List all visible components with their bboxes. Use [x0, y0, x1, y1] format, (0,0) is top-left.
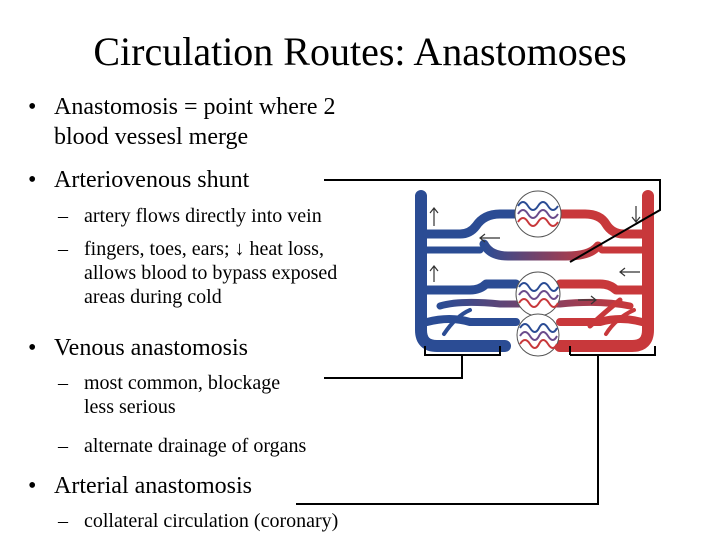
bullet-arteriovenous-shunt: • Arteriovenous shunt — [28, 165, 250, 195]
capillary-bed-middle — [515, 271, 561, 317]
upper-artery-branch — [553, 209, 647, 239]
flow-arrows — [429, 206, 641, 305]
bullet-venous-anastomosis: • Venous anastomosis — [28, 333, 248, 363]
capillary-bed-top — [514, 190, 562, 238]
sub-bullet: – alternate drainage of organs — [58, 434, 307, 458]
bullet-marker: • — [28, 335, 37, 361]
arrow-up-icon — [429, 265, 439, 282]
middle-artery-branch — [555, 279, 647, 295]
artery-trunk — [554, 190, 654, 352]
bullet-anastomosis: • Anastomosis = point where 2 blood vess… — [28, 92, 336, 152]
arrow-down-icon — [631, 206, 641, 223]
sub-bullet: – artery flows directly into vein — [58, 204, 322, 228]
arterial-bracket — [569, 346, 656, 356]
arteriole — [604, 308, 636, 336]
arrow-up-icon — [429, 207, 439, 226]
capillary-bed-bottom — [516, 313, 560, 357]
sub-line: artery flows directly into vein — [84, 205, 322, 227]
vessel-illustration — [415, 190, 654, 352]
upper-shunt — [479, 239, 603, 261]
sub-line: most common, blockage — [84, 372, 281, 394]
dash-marker: – — [58, 372, 68, 394]
capillary-beds — [514, 190, 562, 357]
bullet-arterial-anastomosis: • Arterial anastomosis — [28, 471, 252, 501]
venule — [442, 308, 472, 336]
shunt-connector — [324, 179, 661, 263]
sub-bullet: – fingers, toes, ears; ↓ heat loss, allo… — [58, 237, 338, 309]
bullet-line: blood vessesl merge — [54, 124, 249, 150]
arrow-left-icon — [619, 267, 640, 277]
sub-line: allows blood to bypass exposed — [84, 262, 338, 284]
arteriole — [587, 297, 623, 329]
dash-marker: – — [58, 238, 68, 260]
dash-marker: – — [58, 510, 68, 532]
lower-artery-branch — [556, 315, 646, 326]
bullet-marker: • — [28, 167, 37, 193]
middle-vein-branch — [422, 279, 521, 295]
lower-vein-branch — [423, 315, 520, 326]
middle-shunt — [436, 298, 634, 310]
bullet-line: Anastomosis = point where 2 — [54, 94, 336, 120]
sub-line: less serious — [84, 396, 176, 418]
arterial-connector — [296, 355, 599, 505]
dash-marker: – — [58, 435, 68, 457]
bullet-marker: • — [28, 473, 37, 499]
venous-bracket — [425, 346, 501, 356]
sub-line: fingers, toes, ears; ↓ heat loss, — [84, 238, 324, 260]
bullet-marker: • — [28, 94, 37, 120]
sub-bullet: – most common, blockage less serious — [58, 371, 281, 419]
upper-vein-branch — [422, 209, 523, 239]
slide-title: Circulation Routes: Anastomoses — [93, 29, 627, 74]
sub-line: alternate drainage of organs — [84, 435, 307, 457]
sub-line: collateral circulation (coronary) — [84, 510, 339, 532]
arrow-right-icon — [578, 295, 597, 305]
sub-line: areas during cold — [84, 286, 222, 308]
connector-lines — [296, 179, 661, 505]
sub-bullet: – collateral circulation (coronary) — [58, 509, 339, 533]
bullet-line: Arterial anastomosis — [54, 473, 252, 499]
bullet-line: Venous anastomosis — [54, 335, 248, 361]
dash-marker: – — [58, 205, 68, 227]
vein-trunk — [415, 190, 511, 352]
arrow-left-icon — [479, 233, 500, 243]
bullet-line: Arteriovenous shunt — [54, 167, 250, 193]
